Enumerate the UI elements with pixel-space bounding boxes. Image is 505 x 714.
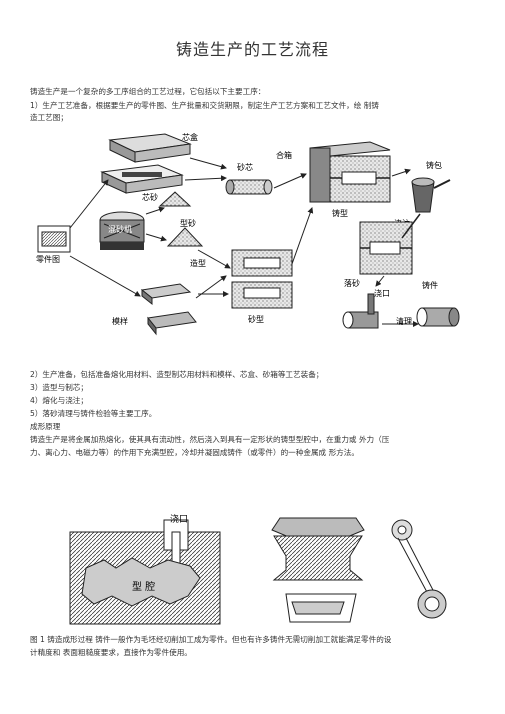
step-1-line-2: 造工艺图； bbox=[30, 113, 68, 122]
gate-label-2: 浇口 bbox=[170, 513, 188, 525]
sand-core-label: 砂芯 bbox=[237, 162, 253, 172]
pattern-label: 模样 bbox=[112, 316, 128, 326]
casting-mold-label: 铸型 bbox=[332, 208, 348, 218]
figure-caption-line-1: 图 1 铸造成形过程 铸件一般作为毛坯经切削加工成为零件。但也有许多铸件无需切削… bbox=[30, 635, 392, 644]
core-box-label: 芯盒 bbox=[182, 132, 198, 142]
molding-label: 造型 bbox=[190, 258, 206, 268]
molding-sand-label: 型砂 bbox=[180, 218, 196, 228]
gate-label: 浇口 bbox=[374, 288, 390, 298]
principle-line-1: 铸造生产是将金属加热熔化，使其具有流动性，然后浇入到具有一定形状的铸型型腔中，在… bbox=[30, 435, 390, 444]
molding-sand-pile bbox=[166, 227, 204, 247]
core-sand-label: 芯砂 bbox=[142, 192, 158, 202]
pattern-pieces bbox=[140, 283, 197, 336]
part-drawing-label: 零件图 bbox=[36, 254, 60, 264]
core-sand-pile bbox=[158, 191, 192, 207]
shakeout-casting bbox=[342, 293, 379, 329]
intro-paragraph: 铸造生产是一个复杂的多工序组合的工艺过程，它包括以下主要工序： bbox=[30, 87, 266, 96]
core-box-top bbox=[108, 133, 192, 163]
step-4: 4）熔化与浇注； bbox=[30, 396, 88, 405]
mixer-label: 混砂机 bbox=[108, 224, 132, 234]
part-drawing-icon bbox=[37, 225, 71, 253]
step-3: 3）造型与制芯； bbox=[30, 383, 88, 392]
core-box-bottom bbox=[100, 164, 184, 194]
cast-part-sections bbox=[271, 517, 365, 623]
casting-label: 铸件 bbox=[422, 280, 438, 290]
shakeout-label: 落砂 bbox=[344, 278, 360, 288]
casting-forming-diagram: 浇口 型 腔 bbox=[69, 513, 447, 625]
connecting-rod bbox=[391, 519, 447, 619]
principle-line-2: 力、离心力、电磁力等）的作用下充满型腔，冷却并凝固成铸件（或零件）的一种金属成 … bbox=[30, 448, 359, 457]
mold-with-cavity bbox=[69, 519, 221, 625]
mold-assembly-label: 合箱 bbox=[276, 150, 292, 160]
sand-mixer-machine bbox=[99, 211, 145, 250]
figure-caption-line-2: 计精度和 表面粗糙度要求，直接作为零件使用。 bbox=[30, 648, 192, 657]
sand-mold-label: 砂型 bbox=[248, 314, 264, 324]
sand-mold-halves bbox=[231, 249, 293, 309]
step-2: 2）生产准备，包括准备熔化用材料、造型制芯用材料和模样、芯盒、砂箱等工艺装备； bbox=[30, 370, 324, 379]
document-title: 铸造生产的工艺流程 bbox=[175, 40, 329, 59]
cavity-label: 型 腔 bbox=[132, 580, 155, 593]
sand-core-cylinder bbox=[225, 179, 273, 195]
pouring-mold bbox=[359, 213, 421, 275]
step-5: 5）落砂清理与铸件检验等主要工序。 bbox=[30, 409, 157, 418]
cleaning-label: 清理 bbox=[396, 316, 412, 326]
principle-heading: 成形原理 bbox=[30, 422, 61, 431]
step-1-line-1: 1）生产工艺准备，根据要生产的零件图、生产批量和交货期限，制定生产工艺方案和工艺… bbox=[30, 101, 379, 110]
casting-process-diagram: 芯盒 砂芯 芯砂 混砂机 型砂 零件图 模样 造型 bbox=[36, 132, 460, 336]
final-casting bbox=[416, 307, 460, 327]
assembled-casting-mold bbox=[309, 141, 391, 203]
ladle bbox=[411, 177, 451, 213]
ladle-label: 铸包 bbox=[426, 160, 442, 170]
